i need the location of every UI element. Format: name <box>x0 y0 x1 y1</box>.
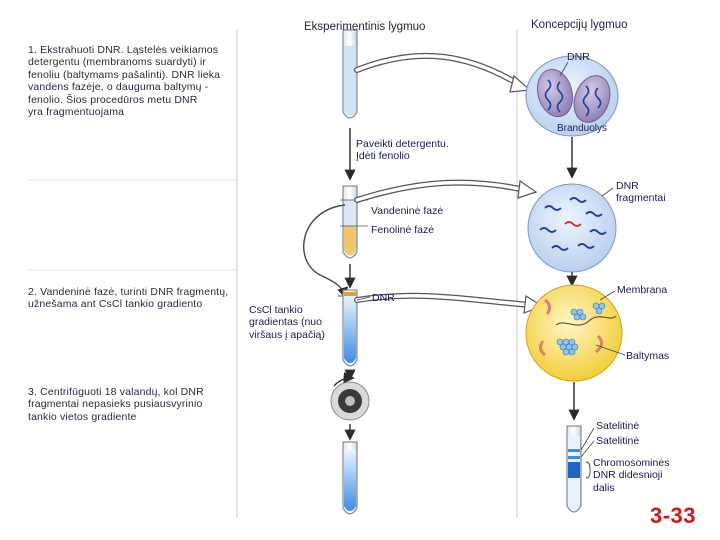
page-number: 3-33 <box>650 503 697 528</box>
label-proteins: Baltymas <box>626 350 670 362</box>
header-experimental: Eksperimentinis lygmuo <box>304 21 426 33</box>
pointer-proteins <box>595 344 626 356</box>
label-detergent: Paveikti detergentu. Įdėti fenolio <box>356 138 449 163</box>
pointer-fragments <box>601 187 614 197</box>
label-satellite-1: Satelitinė <box>596 420 640 432</box>
step-1-text: 1. Ekstrahuoti DNR. Ląstelės veikiamos d… <box>28 44 221 119</box>
pointer-membrane <box>599 290 616 301</box>
tube-cells <box>342 29 358 119</box>
pointer-dnr-mid <box>356 296 371 301</box>
label-aqueous-phase: Vandeninė fazė <box>371 205 444 217</box>
cell-dna-fragments <box>527 183 617 273</box>
label-dnr-top: DNR <box>567 51 590 63</box>
label-chromosomal: Chromosominės DNR didesnioji dalis <box>593 457 670 494</box>
pointer-satellite-2 <box>580 440 595 458</box>
tube-phases <box>340 185 368 259</box>
bracket-chromosomal <box>585 461 591 479</box>
label-nucleus: Branduolys <box>557 123 608 134</box>
label-phenol-phase: Fenolinė fazė <box>371 224 435 236</box>
tube-bands <box>566 425 582 513</box>
cell-membrane-proteins <box>525 284 623 382</box>
tube-gradient <box>338 289 358 367</box>
cell-nucleus <box>525 55 619 137</box>
step-3-text: 3. Centrifūguoti 18 valandų, kol DNR fra… <box>28 386 204 423</box>
label-satellite-2: Satelitinė <box>596 435 640 447</box>
label-dnr-fragments: DNR fragmentai <box>616 180 666 205</box>
centrifuge-rotor <box>330 372 370 421</box>
step-2-text: 2. Vandeninė fazė, turinti DNR fragmentų… <box>28 286 229 311</box>
arrow-transfer-aqueous <box>303 204 348 299</box>
label-cscl-gradient: CsCl tankio gradientas (nuo viršaus į ap… <box>249 304 325 341</box>
label-dnr-mid: DNR <box>372 292 395 304</box>
label-membrane: Membrana <box>617 284 668 296</box>
pointer-dnr-top <box>559 61 569 77</box>
header-conceptual: Koncepcijų lygmuo <box>531 19 628 31</box>
pointer-satellite-1 <box>580 427 595 451</box>
tube-final <box>342 441 358 515</box>
